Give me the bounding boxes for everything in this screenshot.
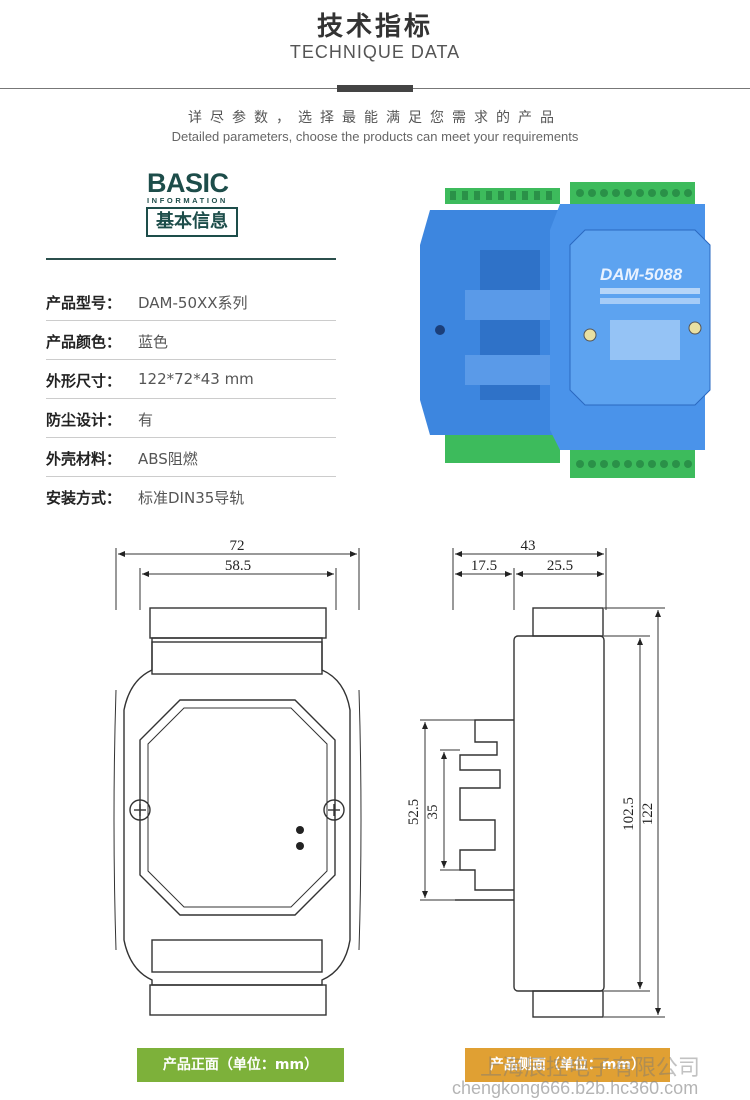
side-view-label: 产品侧面（单位：mm） (465, 1048, 670, 1082)
spec-value: 有 (138, 411, 154, 429)
spec-value: DAM-50XX系列 (138, 294, 248, 312)
dim-total-height: 122 (640, 803, 656, 826)
basic-logo-word: BASIC (147, 168, 229, 198)
front-view (113, 548, 362, 1016)
spec-row-size: 外形尺寸： 122*72*43 mm (46, 360, 336, 399)
product-photo: DAM-5088 (420, 182, 711, 478)
dim-front-inner-width: 58.5 (225, 558, 251, 574)
spec-value: 标准DIN35导轨 (138, 489, 245, 507)
spec-label: 产品颜色： (46, 333, 122, 351)
spec-value: ABS阻燃 (138, 450, 198, 468)
spec-row-color: 产品颜色： 蓝色 (46, 321, 336, 360)
spec-value: 蓝色 (138, 333, 169, 351)
dim-body-height: 102.5 (621, 797, 637, 831)
dimension-drawings: 72 58.5 43 17.5 25.5 52.5 35 102.5 122 (113, 538, 665, 1018)
spec-row-model: 产品型号： DAM-50XX系列 (46, 282, 336, 321)
spec-row-mounting: 安装方式： 标准DIN35导轨 (46, 477, 336, 516)
subtitle-cn: 详尽参数，选择最能满足您需求的产品 (188, 110, 562, 126)
front-view-label: 产品正面（单位：mm） (137, 1048, 344, 1082)
spec-label: 外壳材料： (46, 450, 122, 468)
spec-label: 安装方式： (46, 489, 122, 507)
page-title: 技术指标 (316, 12, 433, 42)
spec-row-dustproof: 防尘设计： 有 (46, 399, 336, 438)
header-accent-bar (337, 85, 413, 92)
side-view (420, 548, 665, 1018)
dim-side-depth: 43 (521, 538, 536, 554)
terminal-block-top (570, 182, 695, 204)
page-title-en: TECHNIQUE DATA (289, 42, 461, 62)
spec-label: 产品型号： (46, 294, 122, 312)
dim-rail-height: 52.5 (406, 799, 422, 825)
module-model-label: DAM-5088 (600, 265, 683, 284)
spec-row-material: 外壳材料： ABS阻燃 (46, 438, 336, 477)
spec-label: 外形尺寸： (46, 372, 122, 390)
subtitle-en: Detailed parameters, choose the products… (171, 129, 579, 144)
spec-table-top-line (46, 258, 336, 260)
spec-label: 防尘设计： (46, 411, 122, 429)
watermark-url: chengkong666.b2b.hc360.com (452, 1078, 699, 1098)
basic-info-heading: 基本信息 (146, 207, 238, 237)
dim-side-right: 25.5 (547, 558, 573, 574)
dim-rail-inner: 35 (425, 805, 441, 820)
spec-value: 122*72*43 mm (138, 370, 254, 388)
dim-front-width: 72 (230, 538, 245, 554)
basic-logo-sub: INFORMATION (147, 196, 228, 205)
dim-side-left: 17.5 (471, 558, 497, 574)
watermark-company: 上海辰控电子有限公司 (480, 1056, 701, 1081)
